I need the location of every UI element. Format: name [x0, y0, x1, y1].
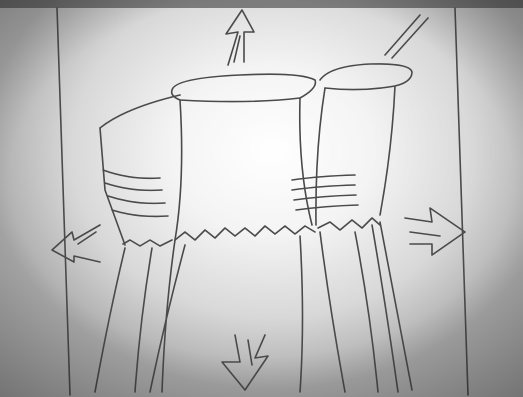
pencil-stroke [392, 18, 428, 58]
zigzag-seam [175, 226, 315, 240]
center-cylinder [150, 74, 358, 392]
right-cylinder [316, 64, 412, 392]
left-cylinder [95, 95, 180, 392]
left-arrow-icon [52, 225, 100, 262]
pencil-stroke [385, 15, 420, 55]
right-arrow-icon [405, 208, 465, 255]
down-arrow-icon [222, 335, 268, 390]
right-border-line [455, 8, 468, 395]
left-border-line [57, 8, 70, 395]
up-arrow-icon [226, 10, 254, 65]
